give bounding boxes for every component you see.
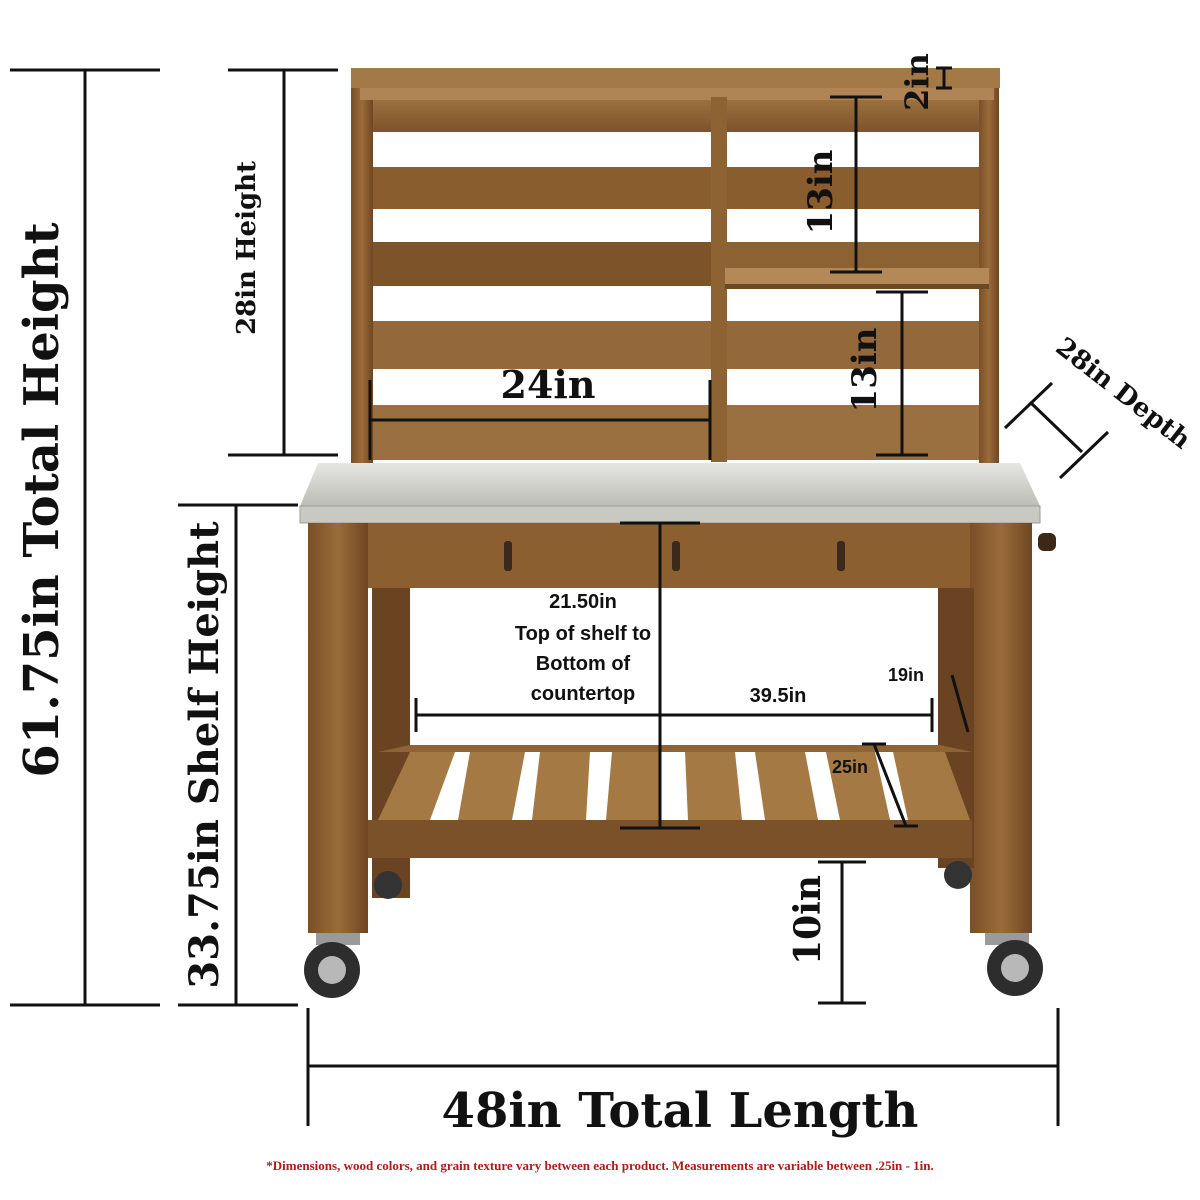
hutch-slat — [373, 405, 979, 460]
total-length-label: 48in Total Length — [442, 1083, 919, 1139]
front-left-leg — [308, 523, 368, 933]
upper-spacing-label: 13in — [801, 150, 841, 235]
hook-icon — [504, 541, 845, 571]
bottom-shelf-slats — [378, 752, 970, 820]
shelf-inner-label: 25in — [832, 757, 868, 777]
hutch-slat — [373, 242, 713, 286]
depth-label: 28in Depth — [1050, 332, 1196, 456]
lower-spacing-label: 13in — [845, 328, 885, 413]
hutch-top-rail — [351, 68, 1000, 88]
shelf-gap-value-label: 21.50in — [549, 591, 617, 613]
top-gap-label: 2in — [898, 53, 936, 111]
front-right-leg — [970, 523, 1032, 933]
shelf-gap-line3-label: countertop — [531, 683, 635, 705]
bottom-shelf-back — [378, 745, 972, 752]
side-handle — [1038, 533, 1056, 551]
shelf-height-label: 33.75in Shelf Height — [181, 521, 228, 989]
caster-wheel-icon — [304, 933, 360, 998]
hutch-height-label: 28in Height — [232, 161, 262, 335]
countertop-edge — [299, 505, 1041, 524]
hutch-width-label: 24in — [501, 362, 596, 407]
hutch-right-post — [979, 68, 999, 466]
dimension-lines — [10, 66, 1110, 1126]
hutch-slat — [725, 242, 979, 268]
workbench-illustration — [299, 68, 1056, 998]
apron — [365, 523, 977, 588]
shelf-gap-line1-label: Top of shelf to — [515, 623, 651, 645]
hutch-slat — [373, 321, 979, 369]
caster-wheel-icon — [374, 861, 972, 899]
shelf-depth-label: 19in — [888, 665, 924, 685]
caster-wheel-icon — [985, 933, 1043, 996]
wheel-clearance-label: 10in — [787, 875, 829, 965]
countertop — [300, 463, 1040, 506]
shelf-length-label: 39.5in — [750, 685, 807, 707]
hutch-side-shelf — [725, 268, 989, 288]
footnote: *Dimensions, wood colors, and grain text… — [266, 1158, 934, 1173]
hutch-slat — [373, 100, 979, 132]
hutch-divider — [711, 97, 727, 462]
hutch-left-post — [351, 68, 373, 466]
total-height-label: 61.75in Total Height — [14, 222, 70, 777]
hutch-slat — [373, 167, 979, 209]
bottom-shelf-front-rail — [368, 820, 972, 858]
shelf-gap-line2-label: Bottom of — [536, 653, 631, 675]
